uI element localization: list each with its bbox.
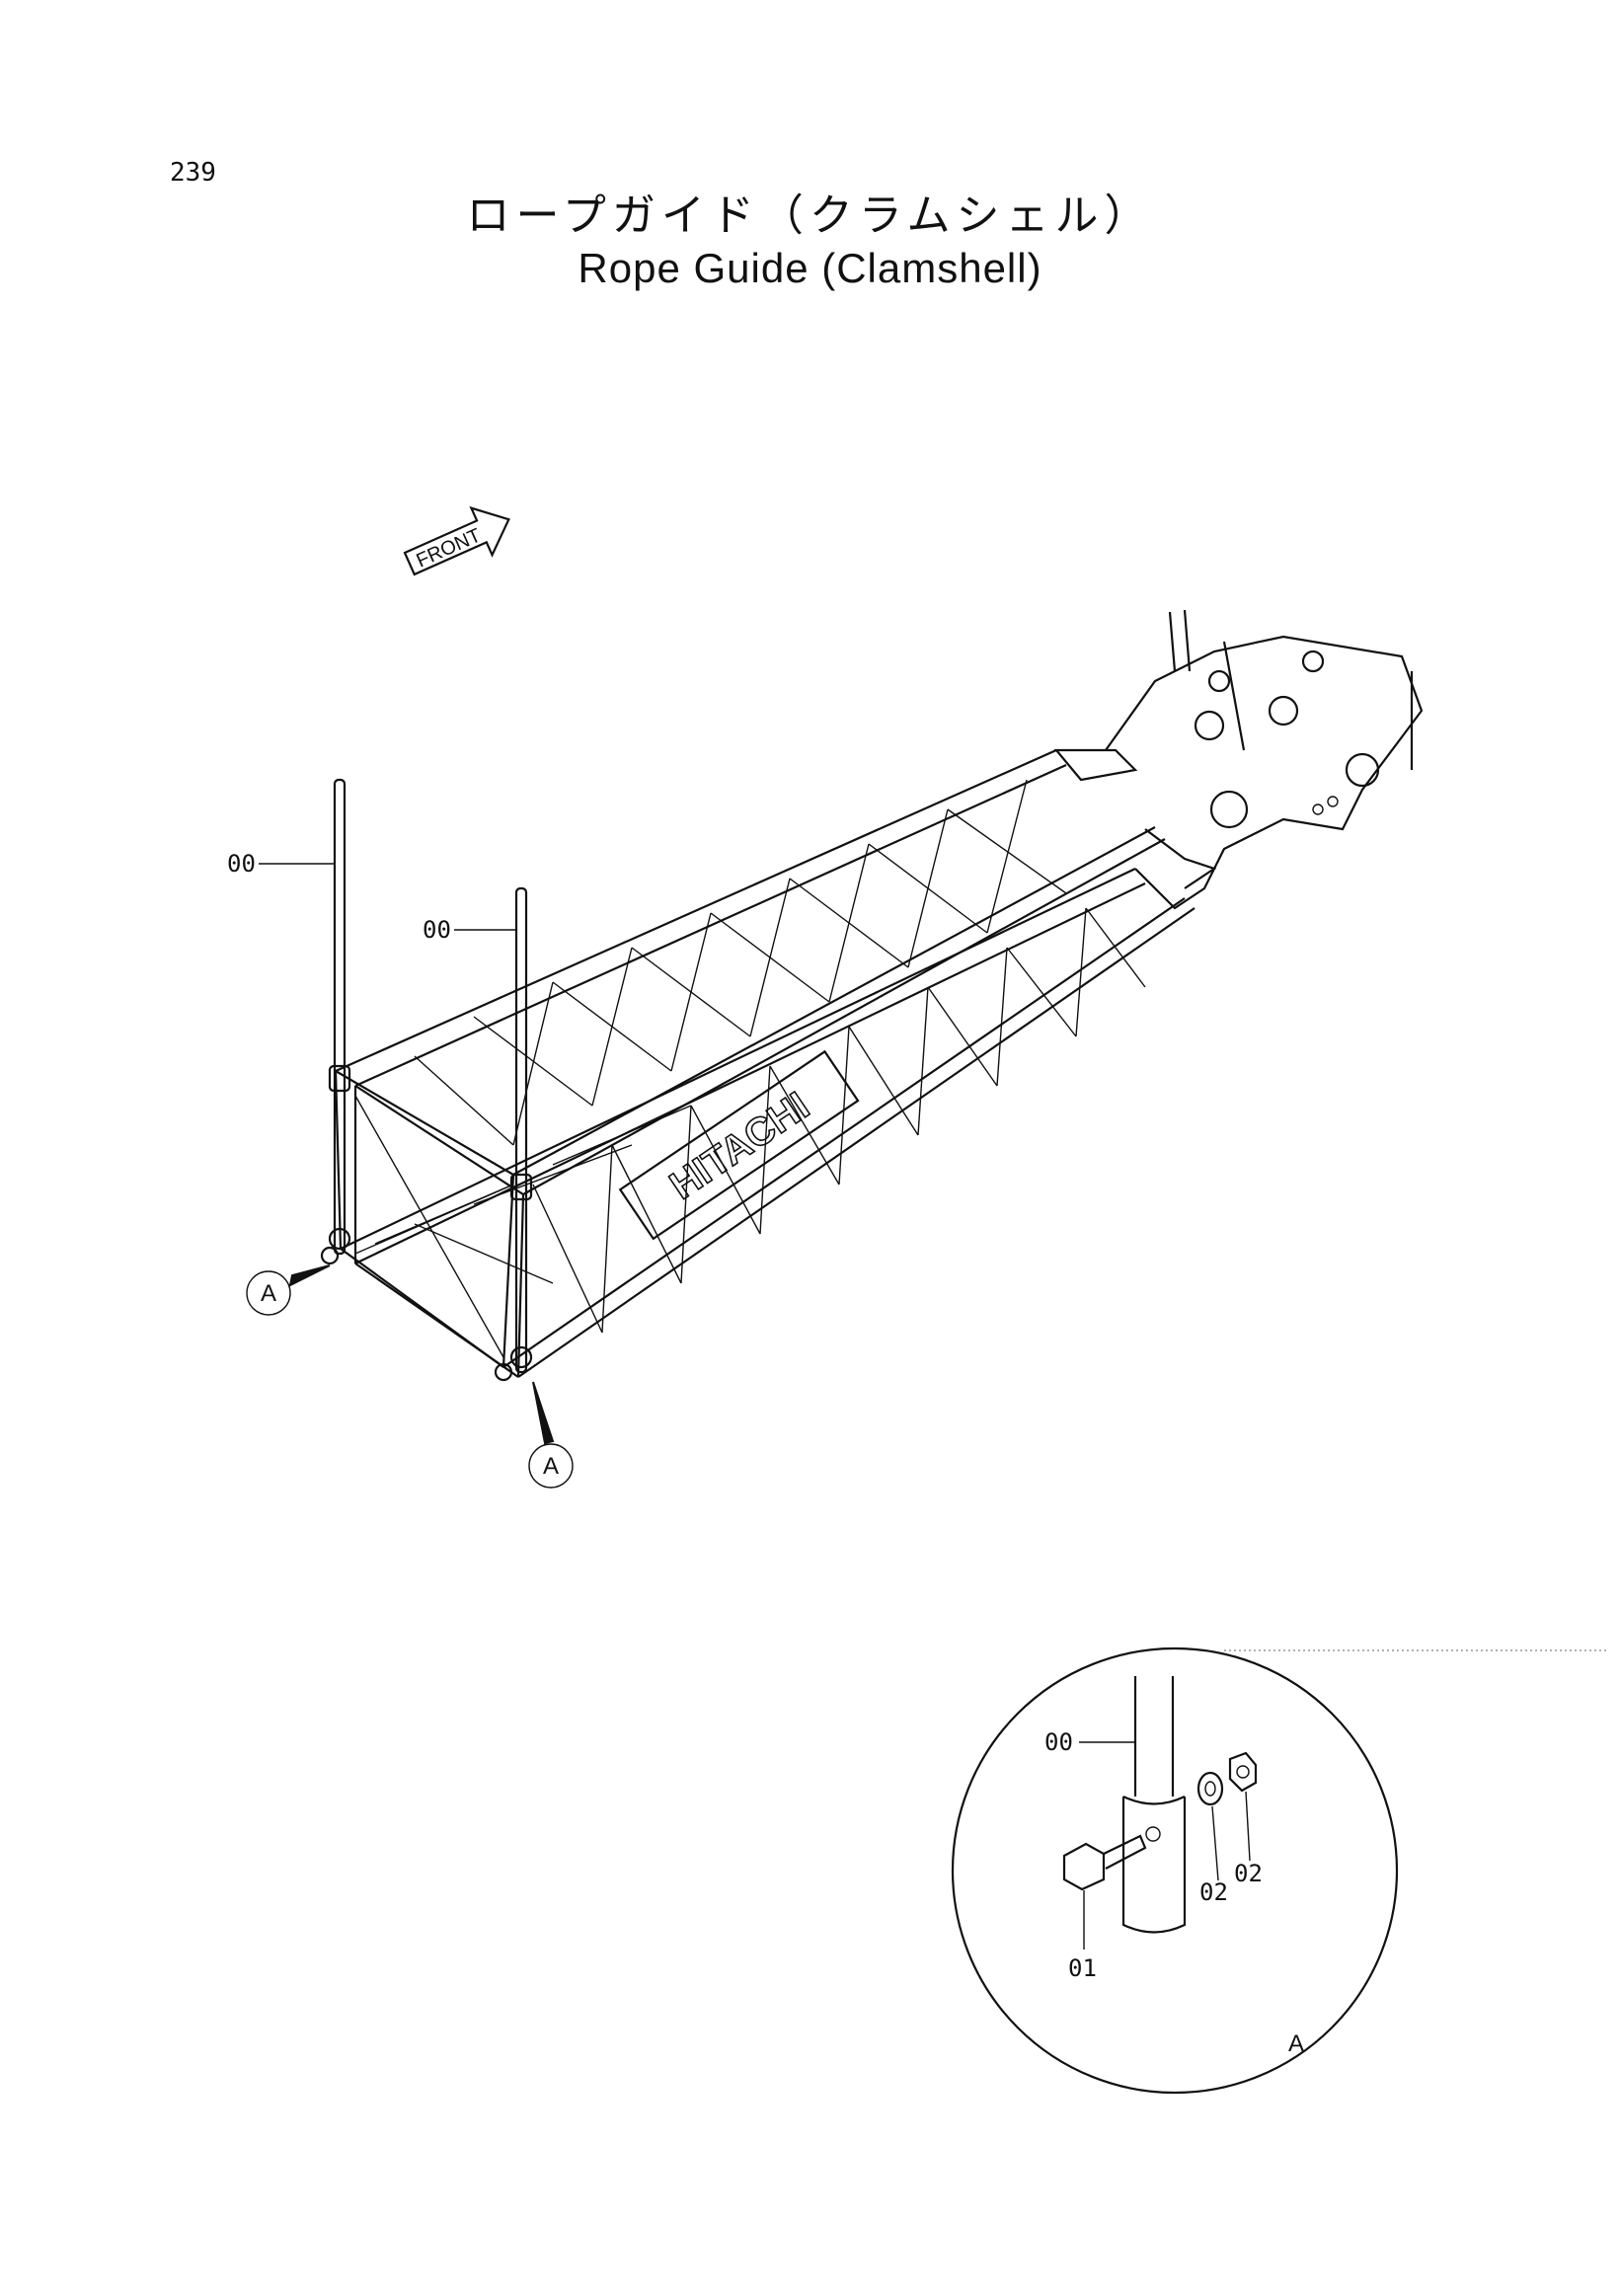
detail-view-letter: A xyxy=(1288,2030,1304,2057)
page-title-japanese: ロープガイド（クラムシェル） xyxy=(466,191,1154,241)
front-arrow-label: FRONT xyxy=(414,524,485,572)
view-a-letter-left: A xyxy=(261,1280,276,1307)
view-a-callout-right: A xyxy=(528,1381,574,1489)
view-a-callout-left: A xyxy=(246,1264,331,1316)
callout-bolt: 01 xyxy=(1068,1954,1097,1982)
callout-washer: 02 xyxy=(1199,1878,1228,1906)
detail-view-a: A 01 02 02 00 xyxy=(951,1646,1609,2095)
callout-rope-guide-right: 00 xyxy=(423,916,451,944)
boom-lattice xyxy=(334,609,1424,1378)
callout-detail-rod: 00 xyxy=(1044,1728,1073,1756)
page-title-english: Rope Guide (Clamshell) xyxy=(578,245,1042,291)
callout-rope-guide-left: 00 xyxy=(227,850,256,878)
rope-guide-rod-right: 00 xyxy=(423,886,533,1382)
page-number: 239 xyxy=(170,158,216,188)
front-arrow-icon: FRONT xyxy=(403,505,510,576)
rope-guide-rod-left: 00 xyxy=(227,778,351,1265)
callout-nut: 02 xyxy=(1234,1860,1263,1887)
view-a-letter-right: A xyxy=(543,1453,559,1480)
